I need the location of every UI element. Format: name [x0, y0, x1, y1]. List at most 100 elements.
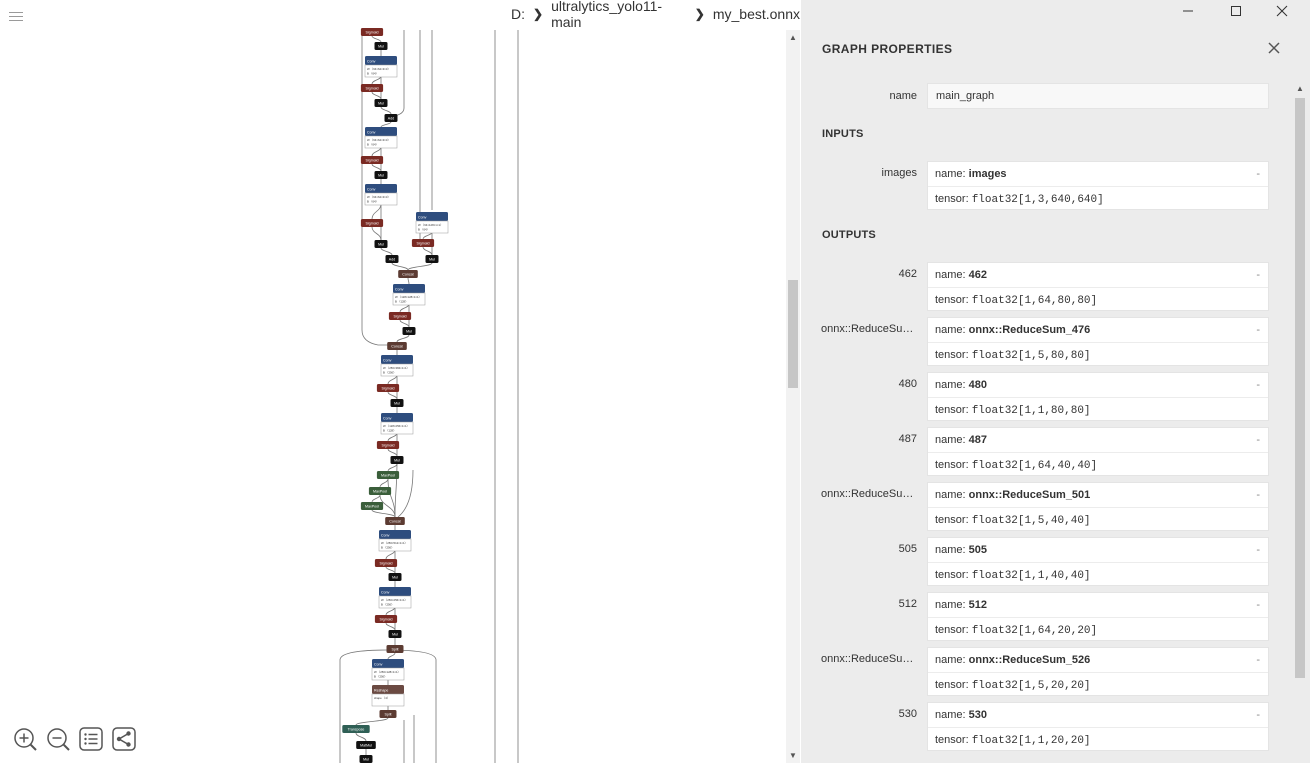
graph-node-maxpool[interactable]: MaxPool	[368, 487, 392, 495]
graph-node-sigmoid[interactable]: Sigmoid	[388, 312, 412, 320]
graph-node-add[interactable]: Add	[385, 255, 399, 263]
zoom-in-button[interactable]	[12, 726, 38, 752]
graph-node-mul[interactable]: Mul	[374, 171, 388, 179]
graph-node-mul[interactable]: Mul	[374, 240, 388, 248]
expand-toggle[interactable]: -	[1256, 324, 1260, 336]
graph-node-sigmoid[interactable]: Sigmoid	[376, 441, 400, 449]
scroll-down-icon[interactable]: ▼	[789, 751, 797, 760]
graph-node-sigmoid[interactable]: Sigmoid	[376, 384, 400, 392]
node-attribute: B 〈64〉	[367, 200, 378, 204]
share-button[interactable]	[111, 726, 137, 752]
graph-node-mul[interactable]: Mul	[388, 573, 402, 581]
graph-node-sigmoid[interactable]: Sigmoid	[360, 156, 384, 164]
graph-node-sigmoid[interactable]: Sigmoid	[374, 615, 398, 623]
close-panel-button[interactable]	[1266, 40, 1282, 56]
graph-name-value[interactable]: main_graph	[927, 83, 1269, 109]
graph-node-mul[interactable]: Mul	[374, 99, 388, 107]
graph-node-concat[interactable]: Concat	[385, 517, 405, 525]
node-attribute: W 〈256×384×1×1〉	[383, 366, 409, 370]
graph-node-maxpool[interactable]: MaxPool	[376, 471, 400, 479]
node-box	[360, 219, 384, 227]
node-attribute: B 〈64〉	[367, 72, 378, 76]
graph-node-sigmoid[interactable]: Sigmoid	[360, 219, 384, 227]
expand-toggle[interactable]: -	[1256, 489, 1260, 501]
graph-node-concat[interactable]: Concat	[398, 270, 418, 278]
graph-edge	[396, 334, 410, 343]
canvas-scrollbar[interactable]: ▲ ▼	[786, 30, 800, 763]
graph-node-mul[interactable]: Mul	[402, 327, 416, 335]
graph-node-mul[interactable]: Mul	[388, 630, 402, 638]
graph-edge	[385, 622, 396, 631]
expand-toggle[interactable]: -	[1256, 168, 1260, 180]
output-label: onnx::ReduceSum...	[821, 323, 917, 335]
breadcrumb-file[interactable]: my_best.onnx	[712, 6, 800, 22]
scrollbar-thumb[interactable]	[1295, 98, 1305, 678]
graph-edge	[371, 146, 382, 157]
graph-edge	[385, 566, 396, 574]
graph-edge	[371, 91, 382, 100]
maximize-button[interactable]	[1213, 4, 1259, 22]
graph-node-sigmoid[interactable]: Sigmoid	[374, 559, 398, 567]
graph-node-matmul[interactable]: MatMul	[356, 741, 376, 749]
menu-icon[interactable]	[9, 9, 23, 23]
graph-node-add[interactable]: Add	[384, 114, 398, 122]
input-label: images	[881, 167, 917, 179]
name-prefix: name:	[935, 654, 966, 666]
value-name: 480	[968, 379, 987, 391]
node-attribute: W 〈256×512×1×1〉	[381, 541, 407, 545]
expand-toggle[interactable]: -	[1256, 709, 1260, 721]
graph-node-transpose[interactable]: Transpose	[342, 725, 370, 733]
expand-toggle[interactable]: -	[1256, 434, 1260, 446]
graph-node-split[interactable]: Split	[379, 710, 397, 718]
close-window-button[interactable]	[1259, 4, 1305, 22]
graph-node-mul[interactable]: Mul	[390, 399, 404, 407]
graph-node-mul[interactable]: Mul	[359, 755, 373, 763]
list-button[interactable]	[78, 726, 104, 752]
expand-toggle[interactable]: -	[1256, 599, 1260, 611]
node-label: Mul	[394, 459, 400, 463]
scroll-up-icon[interactable]: ▲	[789, 33, 797, 42]
graph-node-maxpool[interactable]: MaxPool	[360, 502, 384, 510]
scroll-up-icon[interactable]: ▲	[1296, 84, 1304, 93]
output-value-box: name: onnx::ReduceSum_526-tensor: float3…	[927, 647, 1269, 696]
node-label: Conv	[367, 131, 376, 135]
node-label: Concat	[389, 520, 400, 524]
graph-node-concat[interactable]: Concat	[387, 342, 407, 350]
graph-node-sigmoid[interactable]: Sigmoid	[411, 239, 435, 247]
graph-node-split[interactable]: Split	[386, 645, 404, 653]
graph-node-mul[interactable]: Mul	[374, 42, 388, 50]
expand-toggle[interactable]: -	[1256, 379, 1260, 391]
graph-node-sigmoid[interactable]: Sigmoid	[360, 28, 384, 36]
graph-node-mul[interactable]: Mul	[390, 456, 404, 464]
expand-toggle[interactable]: -	[1256, 269, 1260, 281]
graph-node-sigmoid[interactable]: Sigmoid	[360, 84, 384, 92]
minimize-button[interactable]	[1165, 4, 1211, 22]
expand-toggle[interactable]: -	[1256, 654, 1260, 666]
breadcrumb-folder[interactable]: ultralytics_yolo11-main	[551, 0, 663, 30]
panel-scrollbar[interactable]: ▲	[1293, 80, 1307, 763]
node-label: Sigmoid	[380, 618, 393, 622]
zoom-out-button[interactable]	[45, 726, 71, 752]
breadcrumb-drive[interactable]: D:	[511, 6, 525, 22]
node-box	[402, 327, 416, 335]
node-header	[379, 530, 411, 539]
output-value-box: name: 512-tensor: float32[1,64,20,20]	[927, 592, 1269, 641]
scrollbar-thumb[interactable]	[788, 280, 798, 388]
expand-toggle[interactable]: -	[1256, 544, 1260, 556]
tensor-prefix: tensor:	[935, 349, 969, 361]
graph-node-mul[interactable]: Mul	[425, 255, 439, 263]
value-name-line: name: 505-	[928, 538, 1268, 562]
